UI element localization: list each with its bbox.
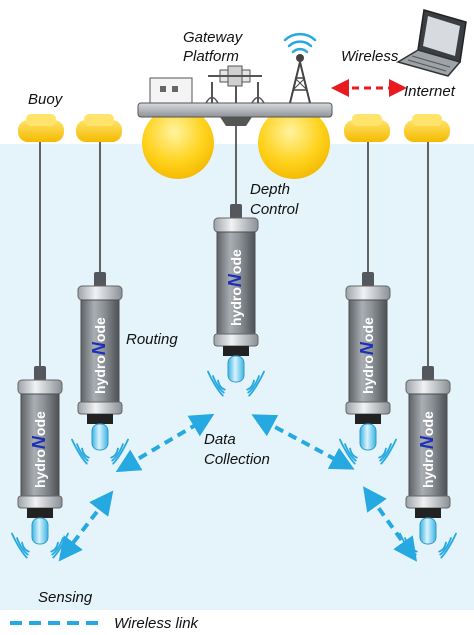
- node-brand-text: hydroNode: [357, 317, 377, 394]
- node-brand-suffix: ode: [228, 249, 244, 274]
- node-body: [80, 299, 120, 403]
- node-top-cap: [77, 285, 123, 301]
- node-band: [87, 414, 113, 424]
- node-brand-prefix: hydro: [360, 355, 376, 394]
- legend: Wireless link: [10, 615, 200, 632]
- hydronode-collector: hydroNode: [207, 204, 265, 397]
- node-band: [415, 508, 441, 518]
- node-top-cap: [405, 379, 451, 395]
- node-connector: [34, 366, 46, 382]
- node-brand-suffix: ode: [420, 411, 436, 436]
- hydronode-sensing-right: hydroNode: [399, 366, 457, 559]
- node-brand-text: hydroNode: [89, 317, 109, 394]
- wireless-links: [58, 413, 417, 562]
- node-transducer: [359, 423, 377, 451]
- node-band: [223, 346, 249, 356]
- node-brand-prefix: hydro: [32, 449, 48, 488]
- node-brand-letter: N: [89, 341, 109, 355]
- wireless-link-right-sensing: [363, 486, 417, 562]
- node-connector: [362, 272, 374, 288]
- label-internet: Internet: [404, 83, 456, 100]
- node-band: [27, 508, 53, 518]
- node-brand-text: hydroNode: [417, 411, 437, 488]
- node-brand-text: hydroNode: [225, 249, 245, 326]
- label-buoy: Buoy: [28, 91, 64, 108]
- node-body: [20, 393, 60, 497]
- buoy-4: [404, 114, 450, 142]
- gateway-platform: [137, 65, 333, 126]
- node-brand-prefix: hydro: [92, 355, 108, 394]
- wireless-link-collection-right: [251, 414, 355, 470]
- node-brand-prefix: hydro: [228, 287, 244, 326]
- node-top-cap: [17, 379, 63, 395]
- hydronode-routing-right: hydroNode: [339, 272, 397, 465]
- wireless-link-routing-sensing: [58, 490, 114, 562]
- node-bottom-cap: [405, 495, 451, 509]
- node-body: [216, 231, 256, 335]
- legend-label-wireless-link: Wireless link: [114, 615, 200, 632]
- node-connector: [94, 272, 106, 288]
- node-brand-suffix: ode: [32, 411, 48, 436]
- buoy-3: [344, 114, 390, 142]
- node-transducer: [227, 355, 245, 383]
- node-bottom-cap: [213, 333, 259, 347]
- sonar-wave-icon: [207, 370, 265, 397]
- label-depth-line2: Control: [250, 201, 299, 218]
- node-brand-prefix: hydro: [420, 449, 436, 488]
- node-brand-text: hydroNode: [29, 411, 49, 488]
- node-band: [355, 414, 381, 424]
- node-brand-letter: N: [357, 341, 377, 355]
- label-depth-line1: Depth: [250, 181, 290, 198]
- label-data-line1: Data: [204, 431, 236, 448]
- antenna-tower-icon: [289, 54, 311, 104]
- buoy-1: [18, 114, 64, 142]
- label-wireless: Wireless: [341, 48, 399, 65]
- node-connector: [422, 366, 434, 382]
- label-data-line2: Collection: [204, 451, 270, 468]
- node-brand-letter: N: [417, 435, 437, 449]
- node-top-cap: [345, 285, 391, 301]
- hydronode-routing-left: hydroNode: [71, 272, 129, 465]
- node-top-cap: [213, 217, 259, 233]
- wifi-signal-icon: [283, 32, 317, 54]
- label-routing: Routing: [126, 331, 178, 348]
- wireless-link-routing-collection: [115, 413, 215, 473]
- node-body: [348, 299, 388, 403]
- node-bottom-cap: [345, 401, 391, 415]
- node-transducer: [31, 517, 49, 545]
- node-brand-letter: N: [225, 273, 245, 287]
- label-gateway-line2: Platform: [183, 48, 239, 65]
- hydronode-group: hydroNodehydroNodehydroNodehydroNodehydr…: [11, 204, 457, 559]
- node-brand-suffix: ode: [360, 317, 376, 342]
- node-connector: [230, 204, 242, 220]
- buoy-2: [76, 114, 122, 142]
- node-body: [408, 393, 448, 497]
- label-sensing: Sensing: [38, 589, 93, 606]
- hydronode-sensing-left: hydroNode: [11, 366, 69, 559]
- node-brand-suffix: ode: [92, 317, 108, 342]
- label-gateway-line1: Gateway: [183, 29, 244, 46]
- laptop-icon: [396, 9, 467, 77]
- node-brand-letter: N: [29, 435, 49, 449]
- gateway-float-right: [258, 107, 330, 179]
- node-transducer: [419, 517, 437, 545]
- node-bottom-cap: [17, 495, 63, 509]
- gateway-float-left: [142, 107, 214, 179]
- node-bottom-cap: [77, 401, 123, 415]
- node-transducer: [91, 423, 109, 451]
